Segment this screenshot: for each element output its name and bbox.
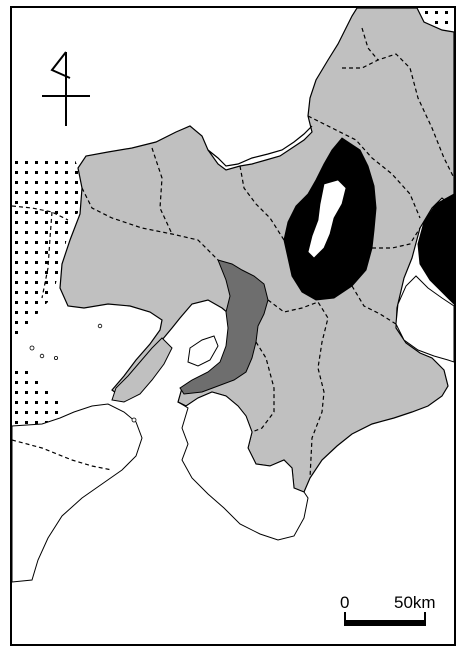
map-canvas	[12, 8, 454, 626]
scale-zero-label: 0	[340, 593, 350, 612]
region-light-gray	[59, 8, 454, 493]
region-black-east	[417, 193, 454, 305]
north-arrow-icon	[42, 51, 90, 126]
land-southwest	[12, 403, 143, 583]
small-islands	[29, 323, 137, 423]
region-light-gray-west-strip	[111, 337, 173, 403]
land-south-peninsula	[177, 391, 309, 541]
prefecture-boundaries	[12, 27, 454, 479]
region-dark-gray	[179, 259, 269, 395]
bay-east	[395, 275, 454, 363]
coastline-north	[207, 125, 313, 167]
lake-inner	[307, 179, 347, 259]
map-frame: 0 50km	[10, 6, 456, 646]
dotted-region-northeast	[417, 8, 454, 30]
dotted-region-west	[12, 156, 82, 426]
scale-bar	[344, 612, 426, 626]
island	[187, 335, 219, 367]
scale-end-label: 50km	[394, 593, 436, 612]
